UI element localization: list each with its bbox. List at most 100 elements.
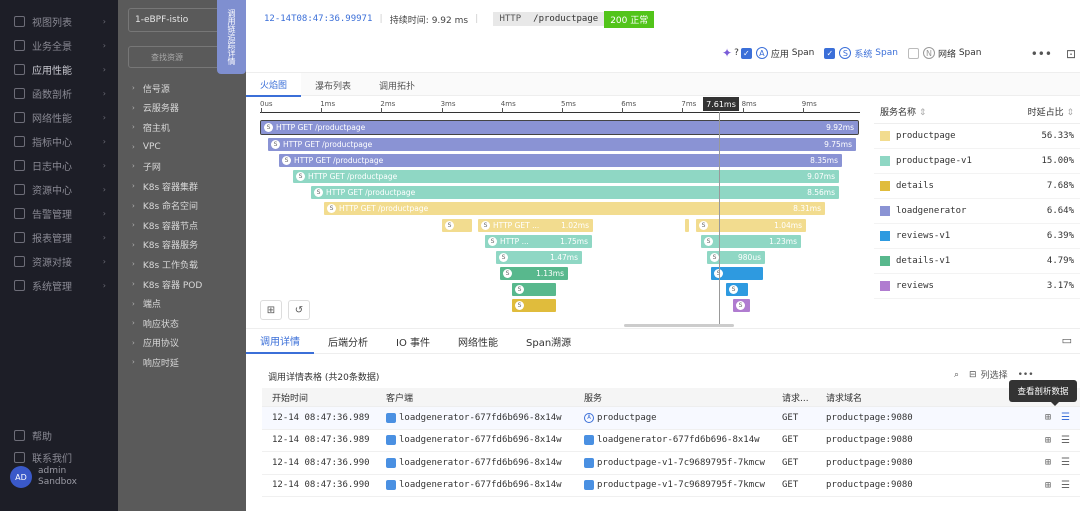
sidebar-item[interactable]: 日志中心›	[0, 154, 118, 176]
tree-node[interactable]: ›信号源	[132, 80, 170, 96]
reset-icon[interactable]: ↺	[288, 300, 310, 320]
tab-detail[interactable]: 调用详情	[246, 328, 314, 354]
detail-icon[interactable]: ⊞	[1045, 479, 1052, 491]
sidebar-item[interactable]: 业务全景›	[0, 34, 118, 56]
col-service-name[interactable]: 服务名称	[880, 108, 917, 118]
column-header[interactable]: 请求域名	[826, 393, 863, 404]
app-span-checkbox[interactable]: ✓	[740, 47, 752, 59]
tree-node[interactable]: ›K8s 容器服务	[132, 237, 198, 253]
tree-node[interactable]: ›响应状态	[132, 315, 179, 331]
sidebar-item[interactable]: 函数剖析›	[0, 82, 118, 104]
user-profile[interactable]: AD admin Sandbox	[10, 466, 77, 488]
tab-detail[interactable]: Span溯源	[526, 337, 572, 349]
profile-icon[interactable]: ☰	[1061, 412, 1070, 424]
panel-toggle-icon[interactable]: ⊡	[1065, 47, 1076, 61]
tree-node[interactable]: ›K8s 容器节点	[132, 217, 198, 233]
detail-icon[interactable]: ⊞	[1045, 434, 1052, 446]
column-header[interactable]: 客户端	[386, 393, 414, 404]
column-header[interactable]: 请求...	[782, 393, 809, 404]
sort-icon[interactable]: ⇕	[1066, 108, 1074, 118]
tree-node[interactable]: ›K8s 容器集群	[132, 178, 198, 194]
tab-detail[interactable]: 网络性能	[458, 337, 498, 349]
profile-icon[interactable]: ☰	[1061, 434, 1070, 446]
flame-span[interactable]: S	[512, 283, 556, 296]
detail-icon[interactable]: ⊞	[1045, 457, 1052, 469]
tab-detail[interactable]: IO 事件	[396, 337, 430, 349]
sidebar-item[interactable]: 报表管理›	[0, 226, 118, 248]
panel-layout-icon[interactable]: ▭	[1061, 334, 1072, 347]
tab-detail[interactable]: 后端分析	[328, 337, 368, 349]
sidebar-item[interactable]: 视图列表›	[0, 10, 118, 32]
tree-node[interactable]: ›应用协议	[132, 335, 179, 351]
horizontal-scrollbar[interactable]	[624, 324, 734, 327]
more-icon[interactable]: •••	[1030, 47, 1052, 61]
flame-span[interactable]: S	[442, 219, 472, 232]
sort-icon[interactable]: ⇕	[918, 108, 927, 118]
tree-node[interactable]: ›响应时延	[132, 354, 179, 370]
image-icon[interactable]: ⊞	[260, 300, 282, 320]
more-icon[interactable]: •••	[1017, 369, 1034, 380]
net-span-filter[interactable]: N 网络 Span	[907, 47, 981, 60]
flame-span[interactable]: S	[512, 299, 556, 312]
trace-detail-tab[interactable]: 调用链追踪详情	[217, 0, 246, 74]
column-select-button[interactable]: ⊟列选择	[969, 369, 1008, 382]
sidebar-item[interactable]: 资源对接›	[0, 250, 118, 272]
tree-node[interactable]: ›端点	[132, 296, 161, 312]
search-icon[interactable]: ⌕	[954, 369, 960, 380]
column-header[interactable]: 开始时间	[272, 393, 309, 404]
tree-node[interactable]: ›K8s 命名空间	[132, 198, 198, 214]
sidebar-help[interactable]: 帮助	[0, 424, 118, 446]
tree-node[interactable]: ›云服务器	[132, 100, 179, 116]
flame-span[interactable]: S	[711, 267, 763, 280]
sys-span-filter[interactable]: ✓ S 系统 Span	[824, 47, 898, 60]
tree-node[interactable]: ›K8s 容器 POD	[132, 276, 202, 292]
detail-icon[interactable]: ⊞	[1045, 412, 1052, 424]
col-latency-pct[interactable]: 时延占比	[1027, 108, 1064, 118]
tree-node[interactable]: ›VPC	[132, 139, 161, 155]
sidebar-item[interactable]: 网络性能›	[0, 106, 118, 128]
profile-icon[interactable]: ☰	[1061, 457, 1070, 469]
help-icon[interactable]: ?	[734, 48, 739, 58]
flame-span[interactable]	[685, 219, 689, 232]
sidebar-item[interactable]: 应用性能›	[0, 58, 118, 80]
sidebar-item[interactable]: 资源中心›	[0, 178, 118, 200]
net-span-checkbox[interactable]	[907, 47, 919, 59]
sidebar-contact[interactable]: 联系我们	[0, 446, 118, 468]
profile-icon[interactable]: ☰	[1061, 479, 1070, 491]
tab-view[interactable]: 火焰图	[246, 73, 302, 97]
tree-node[interactable]: ›K8s 工作负载	[132, 256, 198, 272]
flame-span[interactable]: S	[726, 283, 748, 296]
tab-view[interactable]: 调用拓扑	[379, 81, 416, 92]
column-header[interactable]: 服务	[584, 393, 603, 404]
tab-view[interactable]: 瀑布列表	[315, 81, 352, 92]
sidebar-item[interactable]: 指标中心›	[0, 130, 118, 152]
sys-span-checkbox[interactable]: ✓	[824, 47, 836, 59]
flame-span[interactable]: S	[733, 299, 750, 312]
sparkle-icon[interactable]: ✦	[722, 46, 733, 60]
tree-node[interactable]: ›宿主机	[132, 119, 170, 135]
